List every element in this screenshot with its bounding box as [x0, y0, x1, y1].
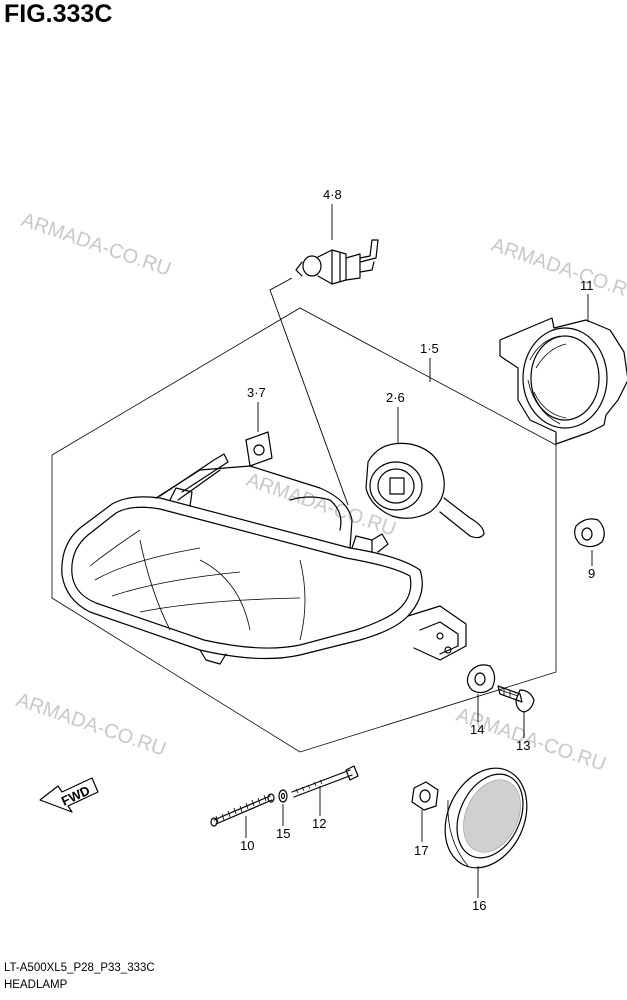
watermark-1: ARMADA-CO.RU	[18, 209, 173, 281]
bulb-cap-part	[499, 317, 627, 445]
callout-16: 16	[472, 898, 486, 913]
fwd-label: FWD	[59, 783, 92, 809]
bulb-part	[295, 239, 379, 285]
callout-10: 10	[240, 838, 254, 853]
callout-13: 13	[516, 738, 530, 753]
callout-2-6: 2·6	[386, 390, 405, 405]
callout-11: 11	[580, 278, 594, 293]
adjust-screw-12-part	[291, 765, 359, 798]
spring-10-part	[210, 793, 275, 827]
leader-bulb-to-housing	[269, 277, 349, 506]
callout-3-7: 3·7	[247, 385, 266, 400]
callout-17: 17	[414, 843, 428, 858]
callout-12: 12	[312, 816, 326, 831]
headlamp-housing-part	[61, 453, 467, 665]
footer-diagram-name: HEADLAMP	[4, 979, 68, 991]
socket-part	[365, 442, 485, 539]
watermark-4: ARMADA-CO.RU	[13, 689, 168, 761]
reflector-16-part	[444, 767, 528, 869]
watermark-5: ARMADA-CO.RU	[453, 704, 608, 776]
callout-1-5: 1·5	[420, 341, 439, 356]
assembly-outline	[51, 307, 557, 753]
callout-9: 9	[588, 566, 595, 581]
watermark-2: ARMADA-CO.RU	[488, 234, 627, 306]
grommet-9-part	[574, 518, 605, 548]
callout-4-8: 4·8	[323, 187, 342, 202]
clip-nut-part	[245, 431, 273, 467]
nut-17-part	[411, 781, 439, 811]
screw-13-part	[497, 685, 535, 713]
callout-14: 14	[470, 722, 484, 737]
grommet-14-part	[466, 664, 496, 694]
fwd-arrow-icon: FWD	[39, 777, 99, 813]
washer-15-part	[278, 789, 288, 803]
footer-diagram-code: LT-A500XL5_P28_P33_333C	[4, 962, 155, 974]
callout-15: 15	[276, 826, 290, 841]
figure-title: FIG.333C	[4, 0, 113, 28]
